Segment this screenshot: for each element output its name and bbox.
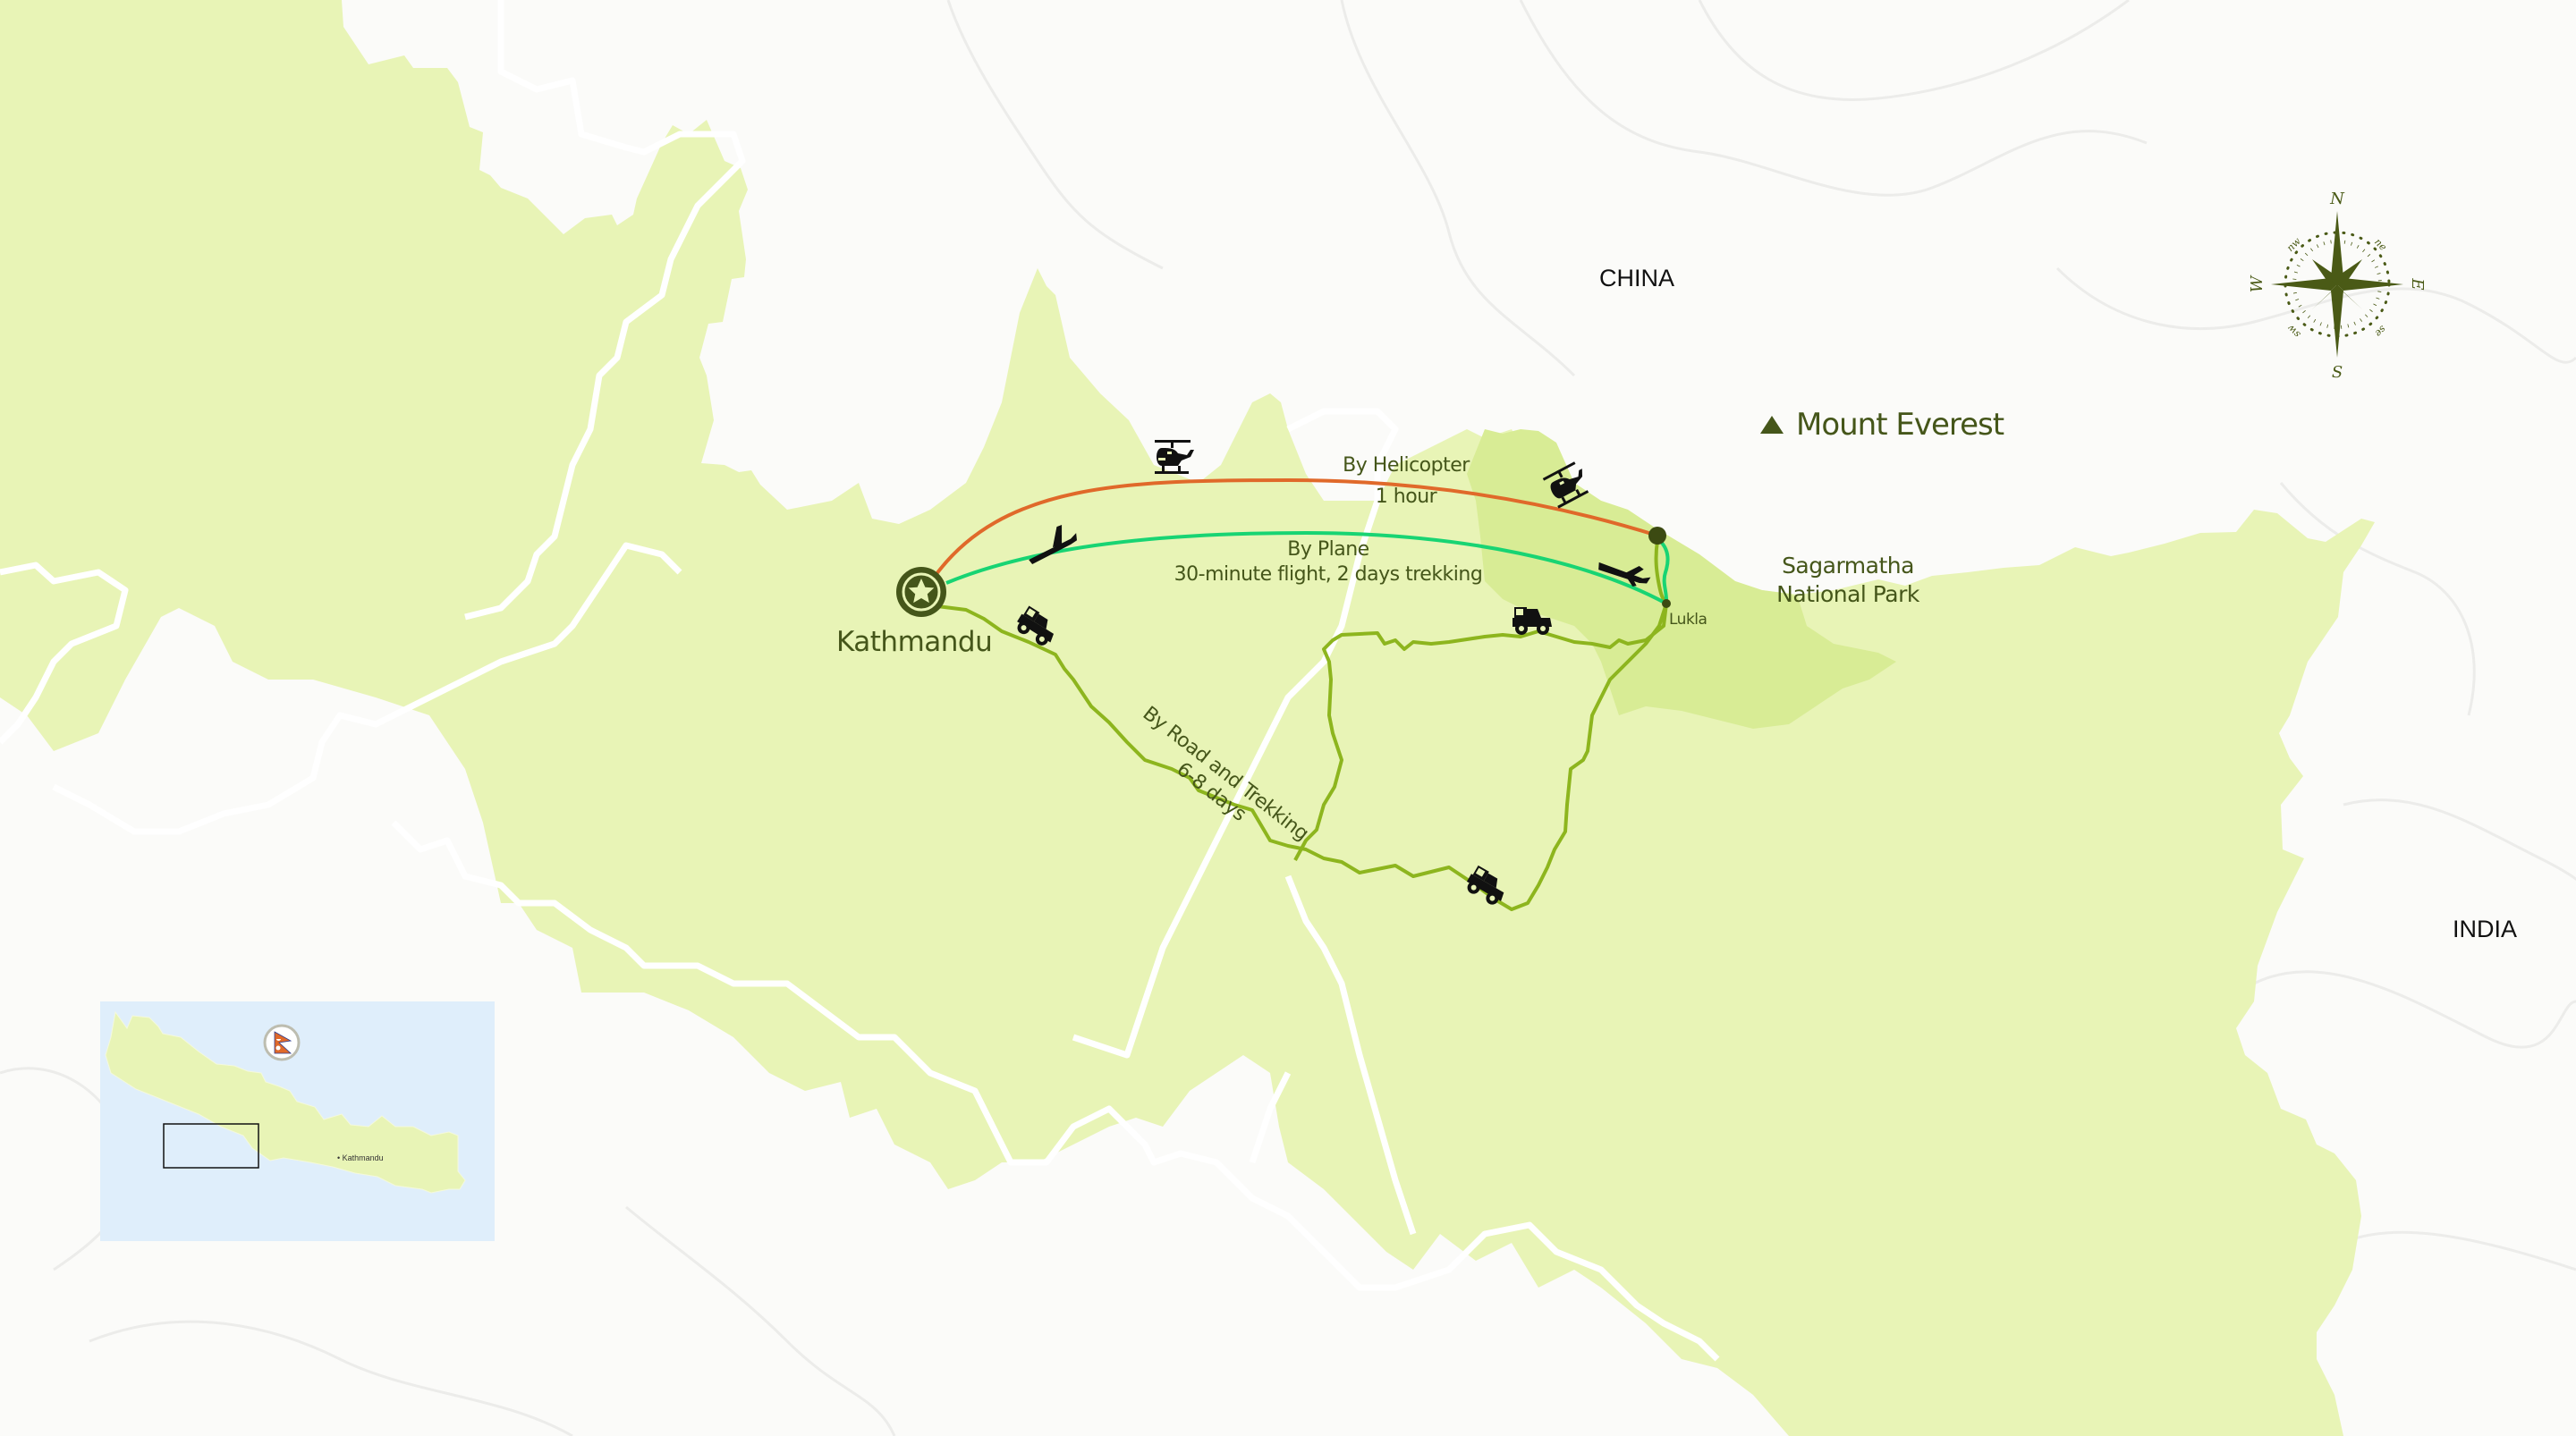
park-label-line1: Sagarmatha <box>1782 553 1914 579</box>
airplane-icon <box>1029 525 1077 564</box>
compass-sw: sw <box>2284 322 2302 340</box>
helicopter-route-duration: 1 hour <box>1375 486 1437 508</box>
compass-ne: ne <box>2372 236 2389 253</box>
helicopter-route <box>932 477 1658 579</box>
lukla-connector-plane <box>1658 539 1670 604</box>
inset-kathmandu-label: • Kathmandu <box>337 1153 384 1162</box>
helicopter-icon <box>1542 461 1589 509</box>
jeep-icon <box>1017 605 1055 646</box>
jeep-icon <box>1513 607 1552 635</box>
star-marker-icon <box>908 579 935 604</box>
lukla-marker[interactable] <box>1662 599 1671 608</box>
inset-locator-map: • Kathmandu <box>100 1001 495 1241</box>
helicopter-route-title: By Helicopter <box>1343 454 1470 477</box>
inset-kathmandu-text: Kathmandu <box>342 1153 384 1162</box>
sagarmatha-park-label: Sagarmatha National Park <box>1776 552 1919 609</box>
lukla-label: Lukla <box>1669 611 1707 629</box>
helicopter-icon <box>1155 440 1194 474</box>
kathmandu-marker[interactable] <box>896 567 946 617</box>
airplane-icon <box>1598 562 1651 587</box>
compass-n: N <box>2329 190 2345 208</box>
compass-rose: N S E W ne nw se sw <box>2248 190 2427 382</box>
mountain-triangle-icon <box>1760 416 1784 434</box>
plane-route-duration: 30-minute flight, 2 days trekking <box>1174 563 1483 586</box>
mount-everest-label: Mount Everest <box>1760 407 2004 443</box>
sagarmatha-park-area <box>1467 429 1896 729</box>
country-label-china: CHINA <box>1599 265 1675 291</box>
compass-s: S <box>2332 363 2343 382</box>
nepal-flag-icon <box>263 1024 301 1061</box>
road-trek-route <box>936 603 1668 911</box>
district-borders <box>0 0 1717 1359</box>
compass-se: se <box>2372 324 2388 340</box>
helicopter-landing-marker[interactable] <box>1648 527 1666 545</box>
compass-e: E <box>2408 277 2427 290</box>
compass-nw: nw <box>2284 235 2303 254</box>
nepal-land <box>0 0 2375 1436</box>
mount-everest-text: Mount Everest <box>1796 407 2004 443</box>
compass-w: W <box>2248 275 2267 292</box>
park-label-line2: National Park <box>1776 581 1919 607</box>
kathmandu-label: Kathmandu <box>836 626 993 658</box>
country-label-india: INDIA <box>2453 916 2518 942</box>
jeep-icon <box>1466 865 1504 905</box>
plane-route-title: By Plane <box>1287 538 1369 561</box>
inset-focus-rectangle <box>163 1123 259 1169</box>
inset-nepal-shape <box>105 1010 466 1194</box>
